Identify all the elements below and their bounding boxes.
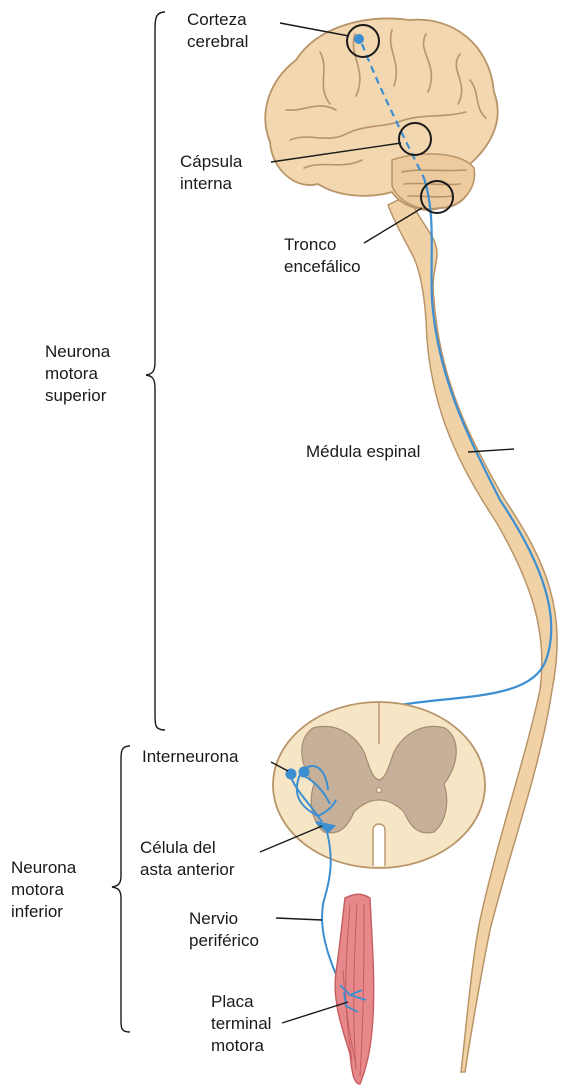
group-inferior-line2: motora <box>11 879 76 901</box>
label-celula-line2: asta anterior <box>140 859 235 881</box>
label-capsula-line2: interna <box>180 173 242 195</box>
brace-inferior <box>112 746 130 1032</box>
label-placa-line3: motora <box>211 1035 271 1057</box>
group-inferior-line3: inferior <box>11 901 76 923</box>
leader-nervio <box>276 918 322 920</box>
label-nervio-line1: Nervio <box>189 908 259 930</box>
label-tronco-line2: encefálico <box>284 256 361 278</box>
cortex-neuron-body <box>354 34 364 44</box>
label-placa-line1: Placa <box>211 991 271 1013</box>
label-tronco-line1: Tronco <box>284 234 361 256</box>
label-capsula-line1: Cápsula <box>180 151 242 173</box>
anterior-median-fissure <box>373 824 385 866</box>
spinal-cord <box>388 195 557 1072</box>
group-inferior-line1: Neurona <box>11 857 76 879</box>
group-superior-line3: superior <box>45 385 110 407</box>
central-canal <box>377 788 382 793</box>
label-nervio: Nervio periférico <box>189 908 259 952</box>
label-celula: Célula del asta anterior <box>140 837 235 881</box>
label-placa-line2: terminal <box>211 1013 271 1035</box>
label-medula: Médula espinal <box>306 441 420 463</box>
group-superior-line2: motora <box>45 363 110 385</box>
muscle <box>335 894 374 1084</box>
cord-cross-section <box>273 702 485 868</box>
group-label-superior: Neurona motora superior <box>45 341 110 407</box>
label-celula-line1: Célula del <box>140 837 235 859</box>
label-placa: Placa terminal motora <box>211 991 271 1057</box>
label-nervio-line2: periférico <box>189 930 259 952</box>
label-corteza-line2: cerebral <box>187 31 248 53</box>
brace-superior <box>146 12 165 730</box>
label-interneurona: Interneurona <box>142 746 238 768</box>
group-label-inferior: Neurona motora inferior <box>11 857 76 923</box>
label-corteza: Corteza cerebral <box>187 9 248 53</box>
group-superior-line1: Neurona <box>45 341 110 363</box>
brain <box>265 19 497 210</box>
label-tronco: Tronco encefálico <box>284 234 361 278</box>
label-capsula: Cápsula interna <box>180 151 242 195</box>
label-corteza-line1: Corteza <box>187 9 248 31</box>
